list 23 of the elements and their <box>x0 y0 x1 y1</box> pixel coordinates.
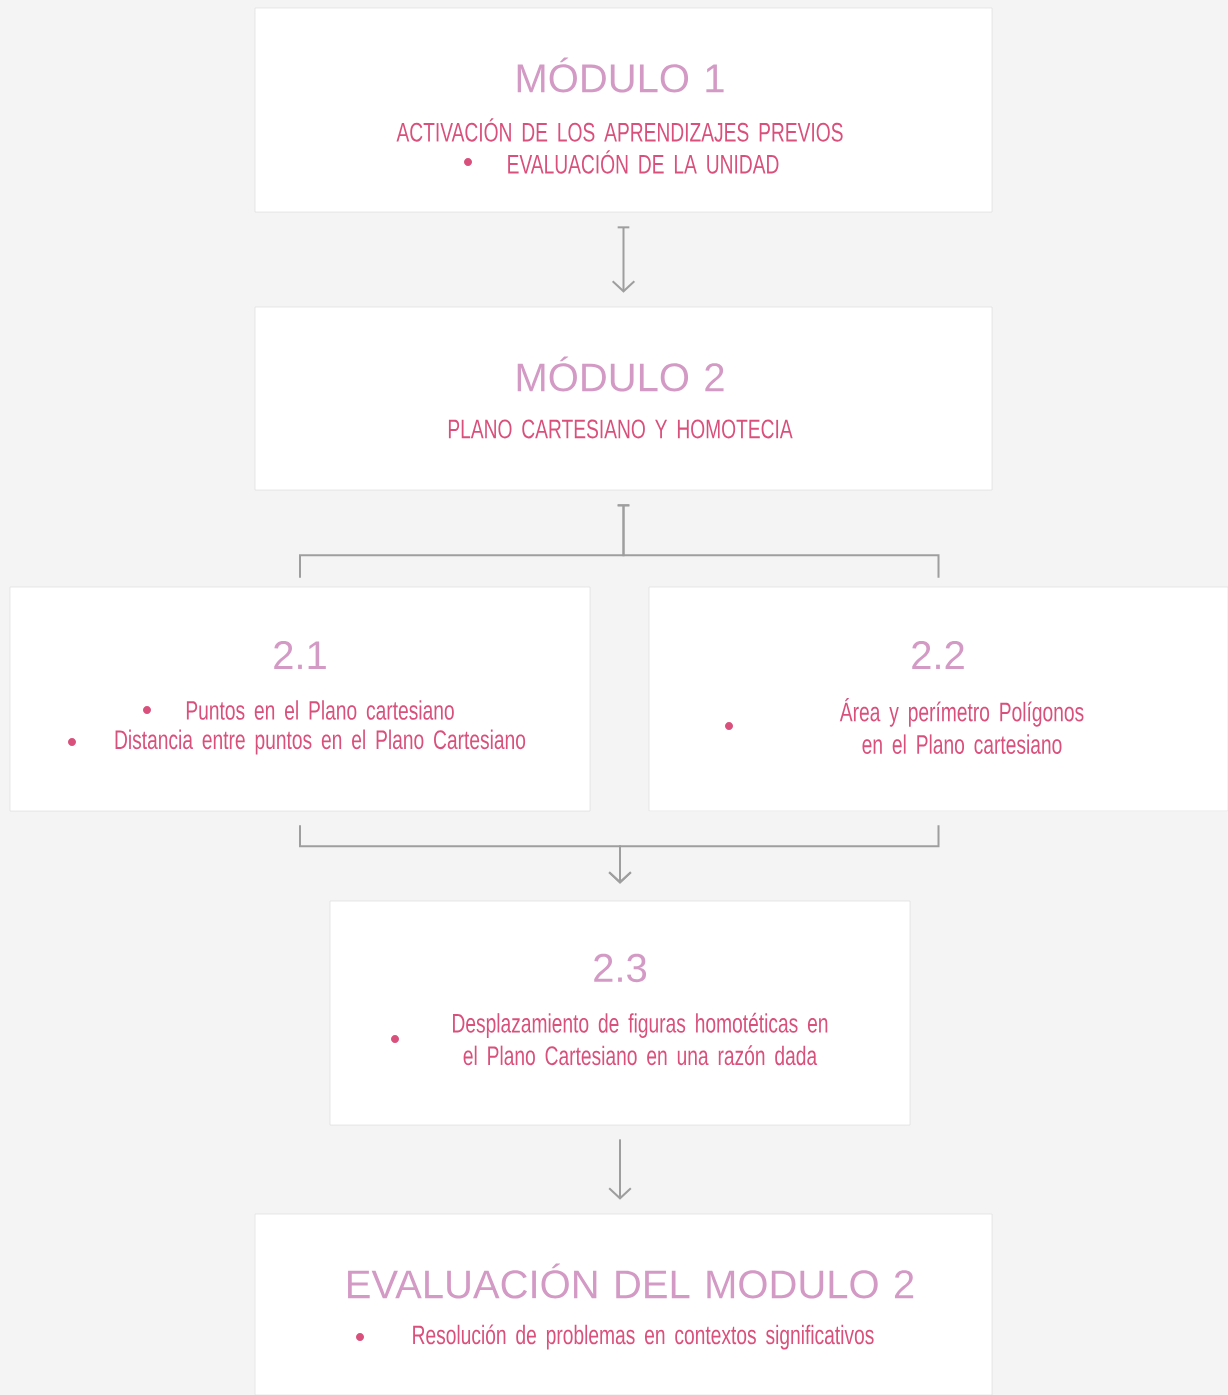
bullet-item: Área y perímetro Polígonos en el Plano cartesiano <box>839 698 1084 754</box>
box-heading: MÓDULO 1 <box>517 57 724 93</box>
box-heading: 2.3 <box>594 953 647 983</box>
box-heading: 2.2 <box>912 641 964 669</box>
arrow <box>608 824 940 884</box>
module-box <box>648 586 1228 812</box>
subtitle: PLANO CARTESIANO Y HOMOTECIA <box>448 419 793 439</box>
module-box <box>254 1213 993 1395</box>
box-heading: EVALUACIÓN DEL MODULO 2 <box>348 1263 914 1299</box>
module-box <box>329 900 911 1126</box>
bullet-item: Resolución de problemas en contextos significativos <box>413 1324 874 1350</box>
bullet-item: EVALUACIÓN DE LA UNIDAD <box>508 150 779 174</box>
arrow <box>611 226 636 293</box>
module-box <box>254 7 993 213</box>
bullet-item: Distancia entre puntos en el Plano Cartesiano <box>115 729 526 755</box>
box-heading: 2.1 <box>274 641 326 669</box>
subtitle: ACTIVACIÓN DE LOS APRENDIZAJES PREVIOS <box>396 118 843 142</box>
box-heading: MÓDULO 2 <box>517 356 724 392</box>
module-box <box>9 586 591 812</box>
arrow <box>608 1138 632 1200</box>
bullet-item: Puntos en el Plano cartesiano <box>186 700 454 720</box>
connector-line <box>616 504 940 579</box>
bullet-item: Desplazamiento de figuras homotéticas en el Plano Cartesiano en una razón dada <box>453 1012 828 1066</box>
